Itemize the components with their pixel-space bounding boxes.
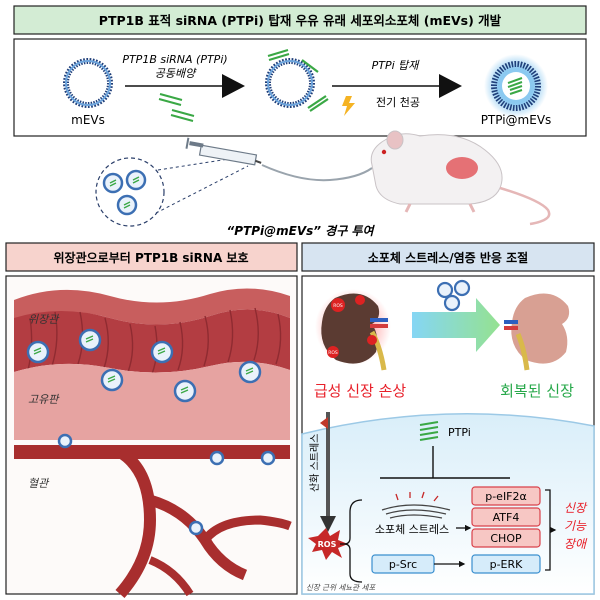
mevs-label: mEVs — [71, 113, 105, 127]
step2-line1: PTPi 탑재 — [372, 59, 421, 72]
step1-line2: 공동배양 — [155, 67, 197, 80]
step1-arrow-head — [222, 74, 245, 98]
vesicle-with-sirna — [265, 48, 329, 112]
label-blood-vessel: 혈관 — [28, 477, 50, 490]
er-stress-label: 소포체 스트레스 — [375, 523, 449, 536]
ros-tag-2: ROS — [328, 350, 338, 356]
step1-line1: PTP1B siRNA (PTPi) — [122, 53, 227, 66]
feeding-tube — [261, 164, 373, 182]
step2-arrow-head — [439, 74, 462, 98]
left-header-text: 위장관으로부터 PTP1B siRNA 보호 — [54, 250, 249, 265]
dysfunction-line-2: 기능 — [564, 519, 587, 533]
er-stress-sparks — [395, 491, 439, 502]
ros-tag-1: ROS — [333, 303, 343, 309]
perk-box — [471, 554, 541, 574]
er-icon — [381, 504, 451, 519]
oxidative-stress-label: 산화 스트레스 — [309, 434, 321, 492]
marker-label-2: ATF4 — [493, 511, 520, 524]
product-label: PTPi@mEVs — [481, 113, 552, 127]
oral-label: “PTPi@mEVs” 경구 투여 — [227, 224, 376, 238]
zoom-lines — [155, 155, 249, 214]
ros-label: ROS — [318, 540, 337, 549]
ros-burst-icon — [308, 528, 348, 560]
dysfunction-line-1: 신장 — [564, 501, 588, 515]
perk-label: p-ERK — [490, 558, 524, 571]
right-panel-header — [301, 242, 595, 272]
lightning-icon — [342, 96, 355, 116]
syringe-icon — [185, 137, 262, 166]
increase-arrow-icon — [320, 417, 328, 429]
label-lamina-propria: 고유판 — [28, 393, 60, 406]
marker-label-3: CHOP — [490, 532, 522, 545]
marker-box-1 — [471, 486, 541, 506]
oxidative-arrow-head — [320, 516, 336, 532]
arrow-vesicles — [436, 279, 471, 312]
tubule-cell — [301, 413, 595, 595]
gi-tissue — [14, 288, 292, 598]
marker-box-3 — [471, 528, 541, 548]
gi-vesicles — [26, 328, 276, 536]
recovered-kidney-icon — [504, 293, 570, 371]
injury-label: 급성 신장 손상 — [314, 382, 407, 400]
ptpi-label: PTPi — [448, 426, 471, 439]
left-panel-header — [5, 242, 298, 272]
vesicle-icon — [63, 58, 113, 108]
step2-line2: 전기 천공 — [376, 95, 420, 109]
right-header-text: 소포체 스트레스/염증 반응 조절 — [368, 250, 528, 265]
ptpi-sirna-icon — [419, 421, 439, 441]
vesicle-cluster — [95, 157, 165, 227]
marker-box-2 — [471, 507, 541, 527]
ros-tags: ROS ROS — [327, 295, 377, 358]
recovery-arrow — [412, 298, 500, 352]
marker-label-1: p-eIF2α — [485, 490, 527, 503]
ptpi-mevs-vesicle — [484, 54, 548, 118]
dysfunction-line-3: 장애 — [564, 537, 588, 551]
title-bar — [13, 5, 587, 35]
psrc-label: p-Src — [389, 558, 417, 571]
cell-caption: 신장 근위 세뇨관 세포 — [306, 583, 376, 592]
mouse-icon — [370, 130, 551, 226]
page-title: PTP1B 표적 siRNA (PTPi) 탑재 우유 유래 세포외소포체 (m… — [99, 13, 502, 28]
label-gi-tract: 위장관 — [28, 313, 60, 326]
sirna-icon — [158, 93, 195, 122]
gi-vesicle-sirna — [33, 335, 254, 394]
recovered-label: 회복된 신장 — [500, 382, 574, 400]
